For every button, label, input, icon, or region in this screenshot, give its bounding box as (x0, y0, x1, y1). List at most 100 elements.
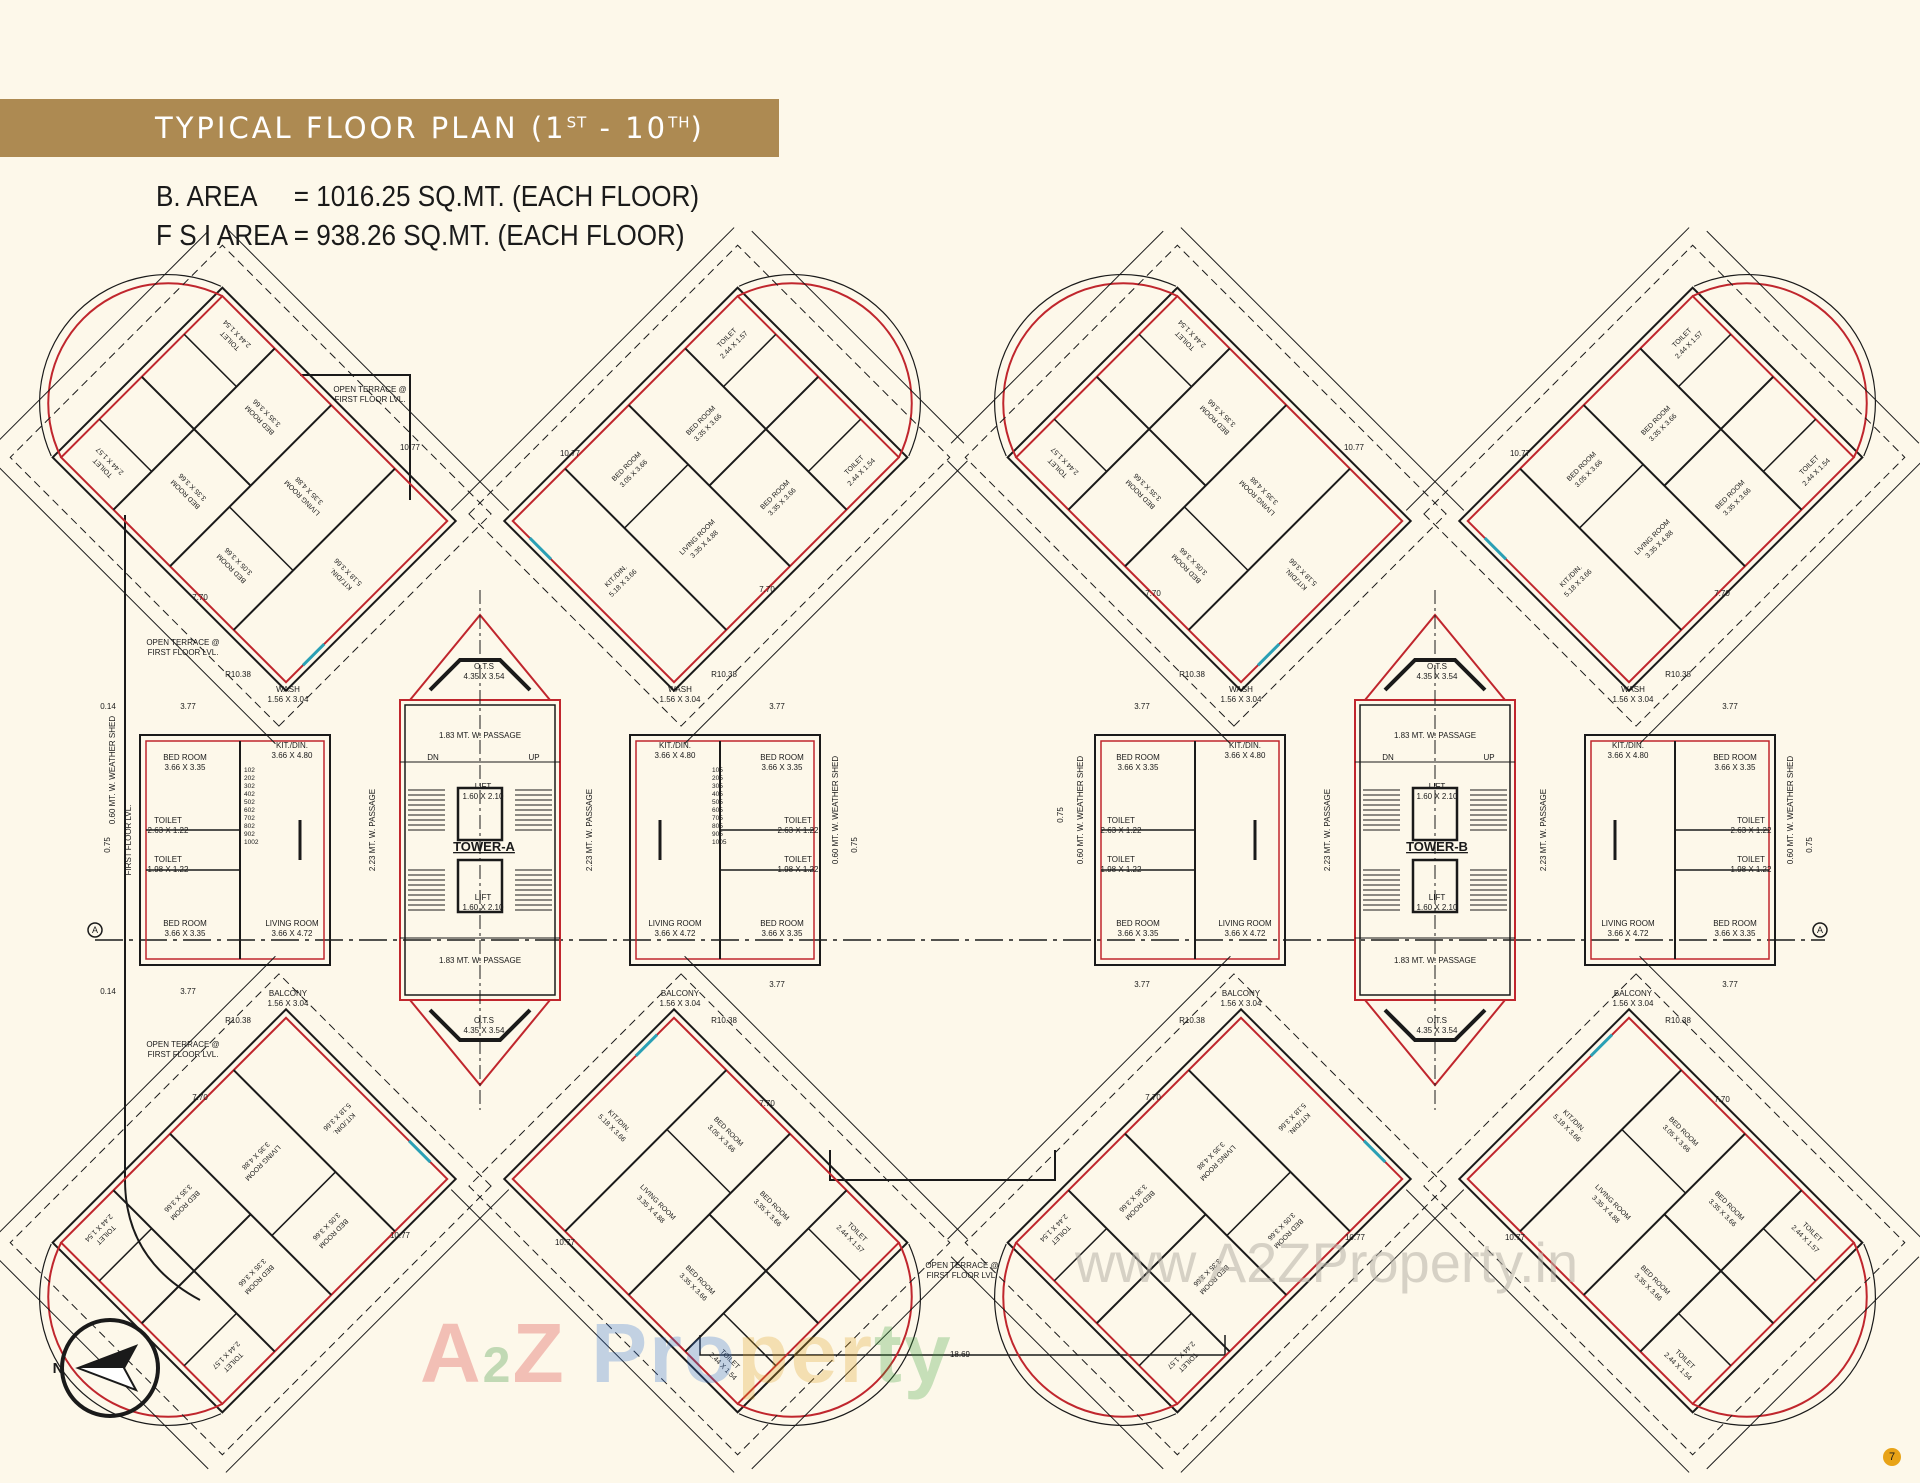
dimension-label: 10.77 (1344, 443, 1365, 452)
room-size: 1.56 X 3.04 (268, 999, 309, 1008)
dimension-label: R10.38 (225, 1016, 251, 1025)
room-size: 1.98 X 1.22 (778, 865, 819, 874)
dimension-label: 3.77 (1134, 702, 1150, 711)
room-label: KIT./DIN. (659, 741, 691, 750)
fsi-area-row: F S I AREA = 938.26 SQ.MT. (EACH FLOOR) (156, 217, 699, 256)
room-label: BED ROOM (163, 753, 207, 762)
room-label: TOILET (784, 855, 812, 864)
flat-number: 902 (244, 831, 255, 838)
dimension-label: 3.77 (1722, 980, 1738, 989)
room-label: BED ROOM (1713, 753, 1757, 762)
watermark-logo: A2Z Property (420, 1306, 953, 1400)
room-label: BED ROOM (1116, 919, 1160, 928)
flat-number: 905 (712, 831, 723, 838)
ots-label: O.T.S (474, 1016, 494, 1025)
flat-number: 702 (244, 815, 255, 822)
ots-label: O.T.S (1427, 1016, 1447, 1025)
room-label: TOILET (1737, 816, 1765, 825)
room-label: KIT./DIN. (276, 741, 308, 750)
dimension-label: 0.14 (100, 702, 116, 711)
area-value: = 1016.25 SQ.MT. (EACH FLOOR) (293, 181, 700, 213)
north-arrow: N (53, 1318, 160, 1418)
dimension-label: 3.77 (180, 987, 196, 996)
lift-size: 1.60 X 2.10 (1417, 792, 1458, 801)
lift-size: 1.60 X 2.10 (463, 903, 504, 912)
room-label: BED ROOM (760, 919, 804, 928)
room-size: 2.63 X 1.22 (1731, 826, 1772, 835)
ots-label: O.T.S (474, 662, 494, 671)
flat-number: 505 (712, 799, 723, 806)
terrace-label: OPEN TERRACE @ (333, 385, 406, 394)
room-label: LIVING ROOM (648, 919, 702, 928)
room-size: 1.56 X 3.04 (268, 695, 309, 704)
room-size: 3.66 X 3.35 (1118, 929, 1159, 938)
terrace-label: FIRST FLOOR LVL. (148, 1050, 219, 1059)
dimension-label: 7.70 (1714, 1095, 1730, 1104)
dimension-label: R10.38 (711, 1016, 737, 1025)
flat-number: 802 (244, 823, 255, 830)
weather-shed-label: 0.60 MT. W. WEATHER SHED (1786, 756, 1795, 865)
dimension-label: 3.77 (769, 702, 785, 711)
room-label: BED ROOM (163, 919, 207, 928)
dimension-label: R10.38 (1179, 1016, 1205, 1025)
flat-number: 205 (712, 775, 723, 782)
room-size: 1.98 X 1.22 (1101, 865, 1142, 874)
flat-number: 602 (244, 807, 255, 814)
flat-number: 1005 (712, 839, 727, 846)
ots-size: 4.35 X 3.54 (1417, 1026, 1458, 1035)
dimension-label: 0.14 (100, 987, 116, 996)
room-size: 3.66 X 4.80 (1225, 751, 1266, 760)
page-title: TYPICAL FLOOR PLAN (1ST - 10TH) (155, 111, 705, 145)
terrace-label: OPEN TERRACE @ (146, 638, 219, 647)
passage-label: 1.83 MT. W. PASSAGE (1394, 956, 1476, 965)
side-passage-label: 2.23 MT. W. PASSAGE (585, 789, 594, 871)
room-label: KIT./DIN. (1612, 741, 1644, 750)
room-size: 3.66 X 3.35 (762, 929, 803, 938)
dimension-label: 18.69 (950, 1350, 971, 1359)
terrace-label: FIRST FLOOR LVL. (335, 395, 406, 404)
dimension-label: 10.77 (555, 1238, 576, 1247)
room-label: BED ROOM (1713, 919, 1757, 928)
room-label: TOILET (784, 816, 812, 825)
stair-dn-label: DN (1382, 753, 1394, 762)
room-size: 1.98 X 1.22 (148, 865, 189, 874)
terrace-label: OPEN TERRACE @ (925, 1261, 998, 1270)
flat-number: 202 (244, 775, 255, 782)
flat-number: 402 (244, 791, 255, 798)
room-size: 3.66 X 4.80 (272, 751, 313, 760)
area-label: F S I AREA (156, 220, 289, 252)
terrace-label: FIRST FLOOR LVL. (124, 805, 133, 876)
room-size: 3.66 X 4.80 (1608, 751, 1649, 760)
room-label: BED ROOM (1116, 753, 1160, 762)
room-label: BED ROOM (760, 753, 804, 762)
stair-up-label: UP (528, 753, 539, 762)
room-label: BALCONY (661, 989, 700, 998)
dimension-label: 7.70 (1714, 589, 1730, 598)
dimension-label: 7.70 (1145, 589, 1161, 598)
room-label: WASH (668, 685, 692, 694)
stair-dn-label: DN (427, 753, 439, 762)
dimension-label: 10.77 (1505, 1233, 1526, 1242)
flat-number: 805 (712, 823, 723, 830)
dimension-label: 10.77 (1345, 1233, 1366, 1242)
dimension-label: 7.70 (1145, 1093, 1161, 1102)
room-size: 3.66 X 4.72 (272, 929, 313, 938)
dimension-label: R10.38 (1665, 670, 1691, 679)
room-label: LIVING ROOM (1601, 919, 1655, 928)
terrace-label: FIRST FLOOR LVL. (927, 1271, 998, 1280)
dimension-label: 7.70 (192, 593, 208, 602)
flat-number: 1002 (244, 839, 259, 846)
room-label: WASH (1229, 685, 1253, 694)
grid-label: A (92, 925, 98, 935)
lift-label: LIFT (475, 893, 492, 902)
room-label: BALCONY (1222, 989, 1261, 998)
passage-label: 1.83 MT. W. PASSAGE (1394, 731, 1476, 740)
room-size: 2.63 X 1.22 (148, 826, 189, 835)
room-size: 1.98 X 1.22 (1731, 865, 1772, 874)
dimension-label: 10.77 (390, 1231, 411, 1240)
dimension-label: R10.38 (225, 670, 251, 679)
flat-number: 705 (712, 815, 723, 822)
room-size: 3.66 X 3.35 (1118, 763, 1159, 772)
room-size: 2.63 X 1.22 (778, 826, 819, 835)
room-size: 1.56 X 3.04 (1613, 695, 1654, 704)
